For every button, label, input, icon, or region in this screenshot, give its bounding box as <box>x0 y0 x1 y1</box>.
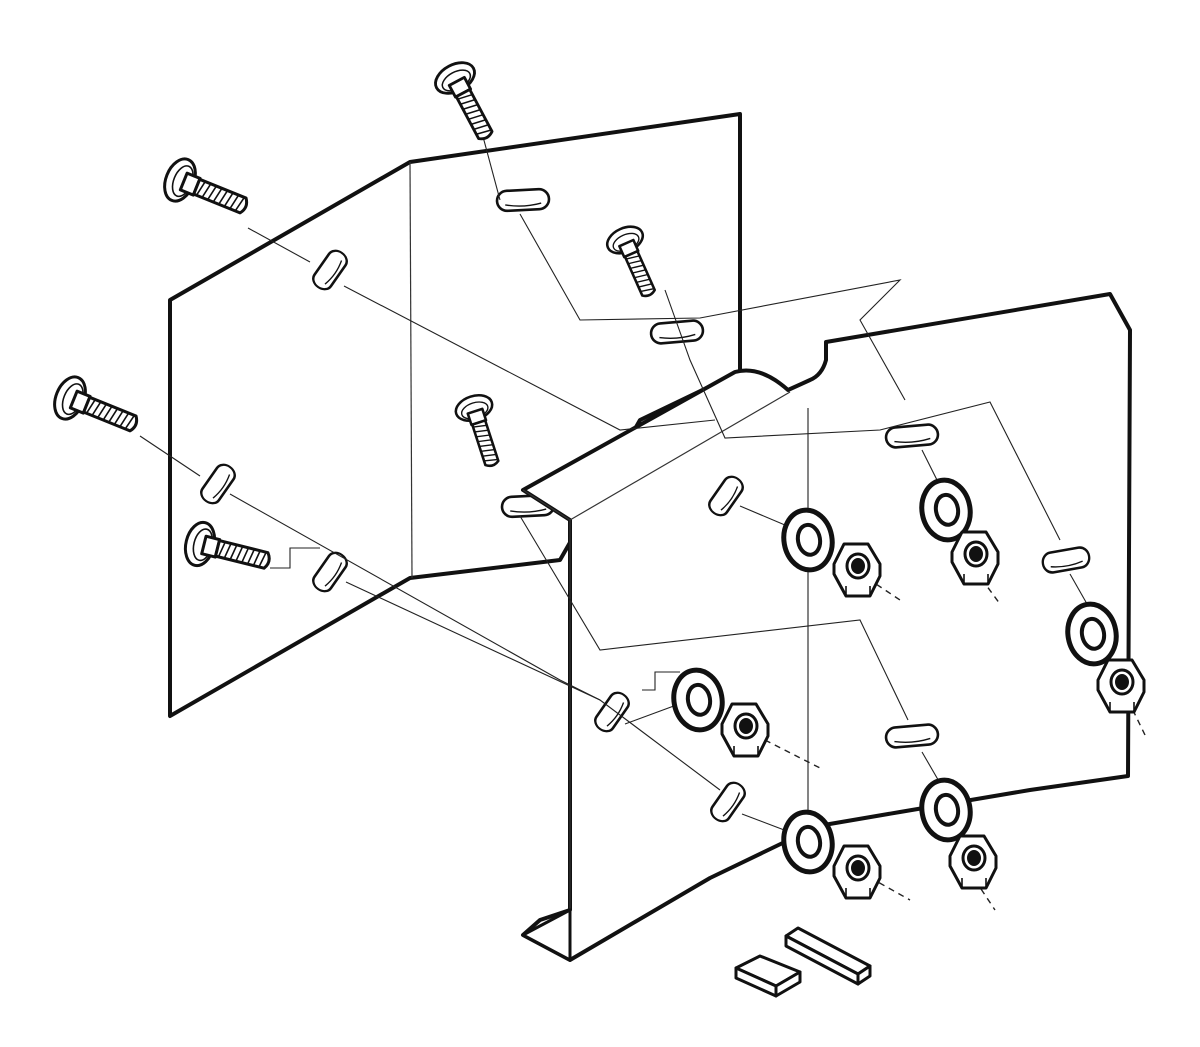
hex-nut-2 <box>950 530 1000 586</box>
rear-bracket-plate <box>168 112 742 718</box>
hex-nut-3 <box>1096 658 1146 714</box>
hex-nut-1 <box>832 542 882 598</box>
front-bracket-plate <box>521 292 1132 962</box>
spacer-pieces <box>734 926 872 998</box>
hex-nut-6 <box>948 834 998 890</box>
hex-nut-4 <box>720 702 770 758</box>
carriage-bolt-top <box>428 55 507 149</box>
carriage-bolt-upper-left <box>157 152 256 229</box>
carriage-bolt-middle-left <box>47 370 146 447</box>
assembly-guide-lines <box>139 117 1096 860</box>
hex-nut-5 <box>832 844 882 900</box>
